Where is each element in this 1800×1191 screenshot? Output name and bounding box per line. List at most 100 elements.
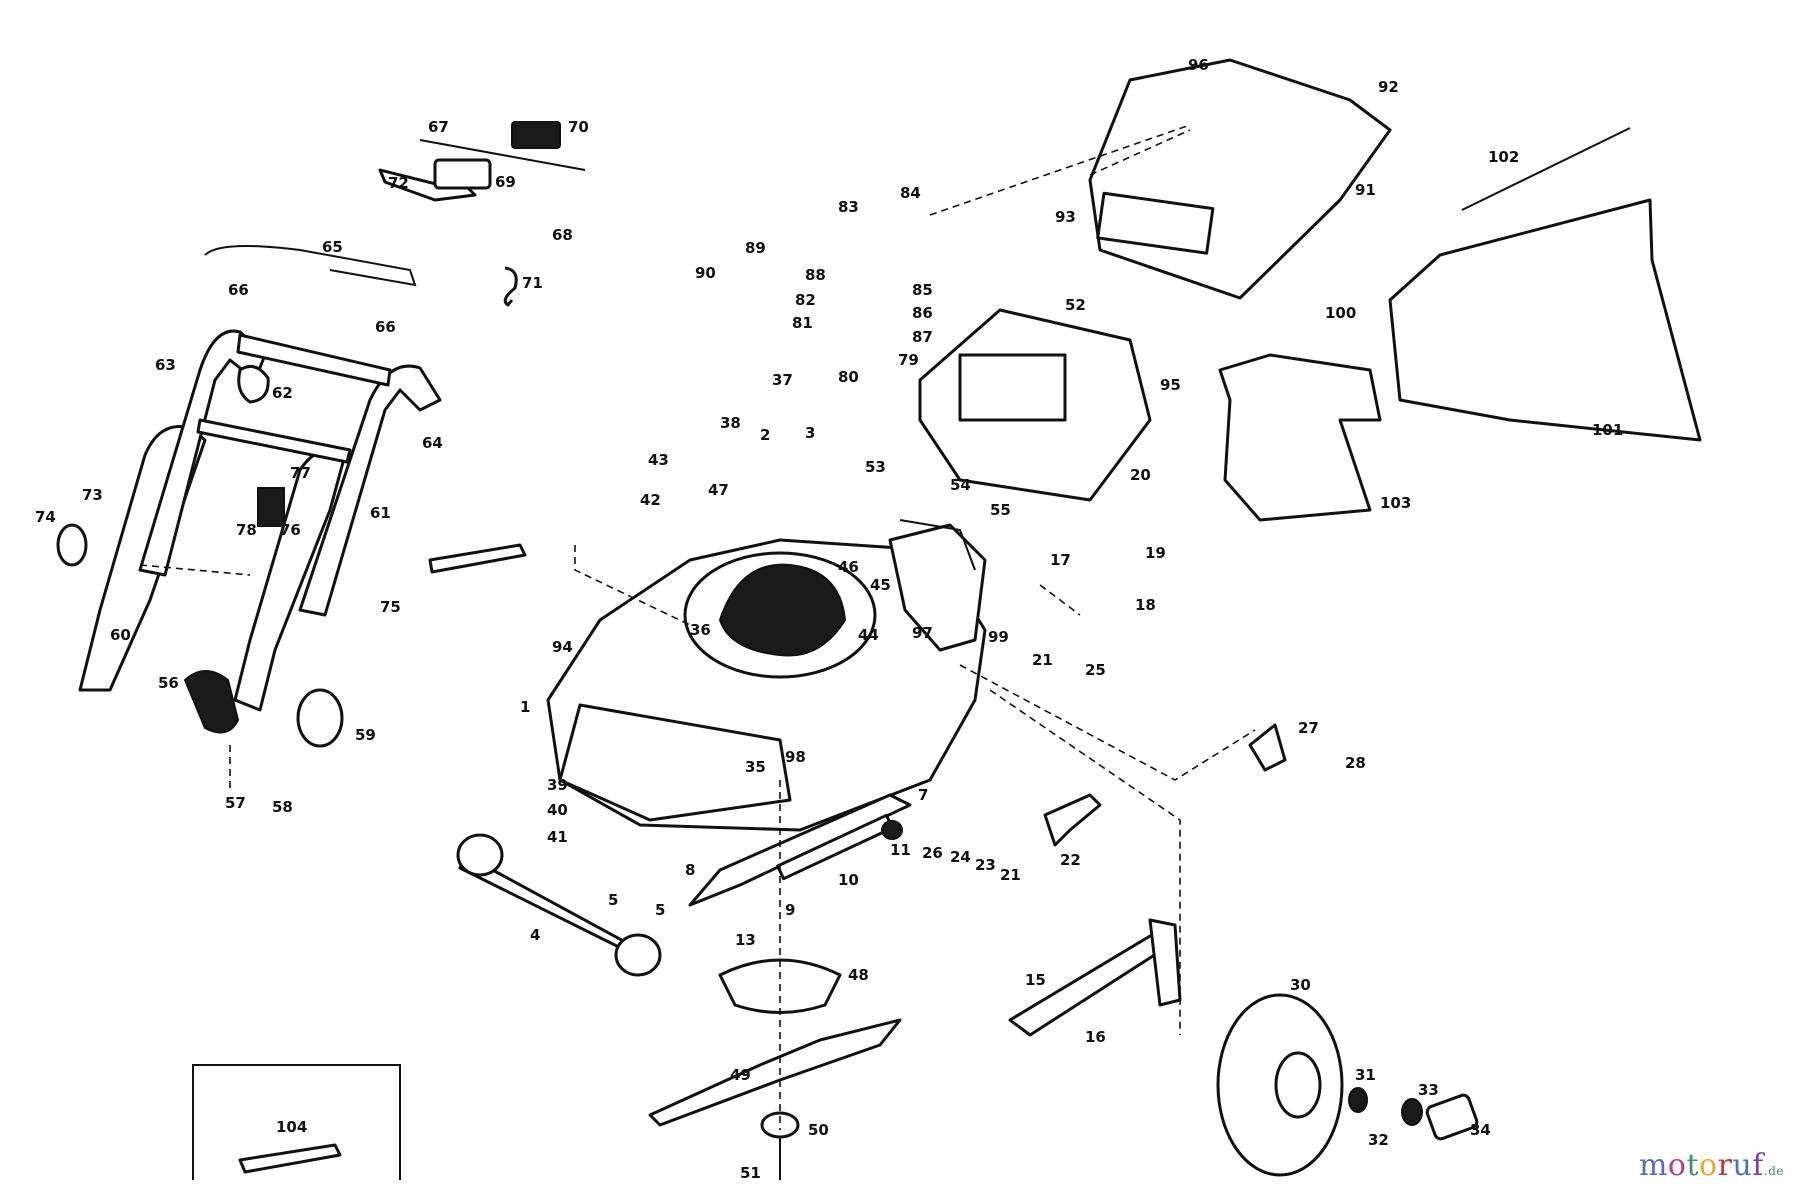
part-label: 97: [912, 624, 933, 642]
grass-chute: [899, 519, 976, 571]
part-label: 60: [110, 626, 131, 644]
part-label: 51: [740, 1164, 761, 1182]
part-label: 27: [1298, 719, 1319, 737]
washer-50: [760, 1111, 800, 1139]
part-label: 38: [720, 414, 741, 432]
part-label: 84: [900, 184, 921, 202]
part-label: 82: [795, 291, 816, 309]
part-label: 25: [1085, 661, 1106, 679]
part-label: 58: [272, 798, 293, 816]
part-label: 98: [785, 748, 806, 766]
part-label: 87: [912, 328, 933, 346]
part-label: 36: [690, 621, 711, 639]
switch-rod: [419, 139, 586, 171]
part-label: 30: [1290, 976, 1311, 994]
rear-frame: [888, 523, 987, 652]
part-label: 64: [422, 434, 443, 452]
part-label: 71: [522, 274, 543, 292]
part-label: 46: [838, 558, 859, 576]
part-label: 88: [805, 266, 826, 284]
bracket-22: [1043, 793, 1102, 847]
leader-rear: [959, 664, 1256, 781]
inset-frame: [192, 1064, 401, 1180]
part-label: 20: [1130, 466, 1151, 484]
axle-bearing-right: [614, 933, 662, 977]
part-label: 41: [547, 828, 568, 846]
inset-box: [192, 1064, 401, 1180]
spring-71: [503, 266, 518, 307]
part-label: 22: [1060, 851, 1081, 869]
part-label: 5: [655, 901, 665, 919]
part-label: 96: [1188, 56, 1209, 74]
part-label: 33: [1418, 1081, 1439, 1099]
knob: [56, 523, 88, 567]
hubcap: [296, 688, 344, 748]
clamp-lever: [428, 543, 527, 574]
part-label: 89: [745, 239, 766, 257]
handle-crossbar-lower: [196, 418, 352, 464]
part-label: 28: [1345, 754, 1366, 772]
part-label: 75: [380, 598, 401, 616]
part-label: 34: [1470, 1121, 1491, 1139]
part-label: 80: [838, 368, 859, 386]
part-label: 59: [355, 726, 376, 744]
leader-catcher: [929, 124, 1191, 216]
part-label: 3: [805, 424, 815, 442]
part-label: 85: [912, 281, 933, 299]
part-label: 15: [1025, 971, 1046, 989]
part-label: 16: [1085, 1028, 1106, 1046]
part-label: 79: [898, 351, 919, 369]
part-label: 86: [912, 304, 933, 322]
part-label: 11: [890, 841, 911, 859]
handle-crossbar: [236, 333, 392, 387]
bracket-27: [1248, 723, 1287, 772]
collection-bag-frame: [1388, 198, 1702, 442]
part-label: 48: [848, 966, 869, 984]
part-label: 90: [695, 264, 716, 282]
part-label: 1: [520, 698, 530, 716]
handle-assembly: [56, 121, 586, 748]
part-label: 56: [158, 674, 179, 692]
part-label: 72: [388, 174, 409, 192]
part-label: 42: [640, 491, 661, 509]
mower-deck: [546, 519, 987, 832]
part-label: 73: [82, 486, 103, 504]
part-label: 23: [975, 856, 996, 874]
part-label: 104: [276, 1118, 307, 1136]
part-label: 47: [708, 481, 729, 499]
part-label: 8: [685, 861, 695, 879]
part-label: 83: [838, 198, 859, 216]
upper-handle-frame-right: [298, 364, 442, 617]
leader-lid: [1089, 129, 1191, 176]
part-label: 2: [760, 426, 770, 444]
part-label: 69: [495, 173, 516, 191]
wrench-104: [238, 1143, 342, 1174]
part-label: 100: [1325, 304, 1356, 322]
axle-bearing-left: [456, 833, 504, 877]
catcher-box-screen: [958, 353, 1067, 422]
deck-front-panel: [558, 703, 792, 822]
part-label: 53: [865, 458, 886, 476]
blade-assembly: [648, 958, 902, 1180]
part-label: 81: [792, 314, 813, 332]
part-label: 5: [608, 891, 618, 909]
part-label: 54: [950, 476, 971, 494]
part-label: 37: [772, 371, 793, 389]
grass-catcher-assembly: [918, 58, 1702, 522]
part-label: 93: [1055, 208, 1076, 226]
washer-31: [1348, 1087, 1368, 1113]
brake-cable: [204, 245, 417, 287]
part-label: 7: [918, 786, 928, 804]
leader-right-clip: [1039, 584, 1081, 616]
part-label: 43: [648, 451, 669, 469]
part-label: 52: [1065, 296, 1086, 314]
part-label: 35: [745, 758, 766, 776]
part-label: 13: [735, 931, 756, 949]
part-label: 70: [568, 118, 589, 136]
drive-and-wheels: [456, 723, 1479, 1177]
part-label: 65: [322, 238, 343, 256]
leader-left-clip: [574, 545, 691, 626]
part-label: 67: [428, 118, 449, 136]
part-label: 66: [375, 318, 396, 336]
part-label: 66: [228, 281, 249, 299]
